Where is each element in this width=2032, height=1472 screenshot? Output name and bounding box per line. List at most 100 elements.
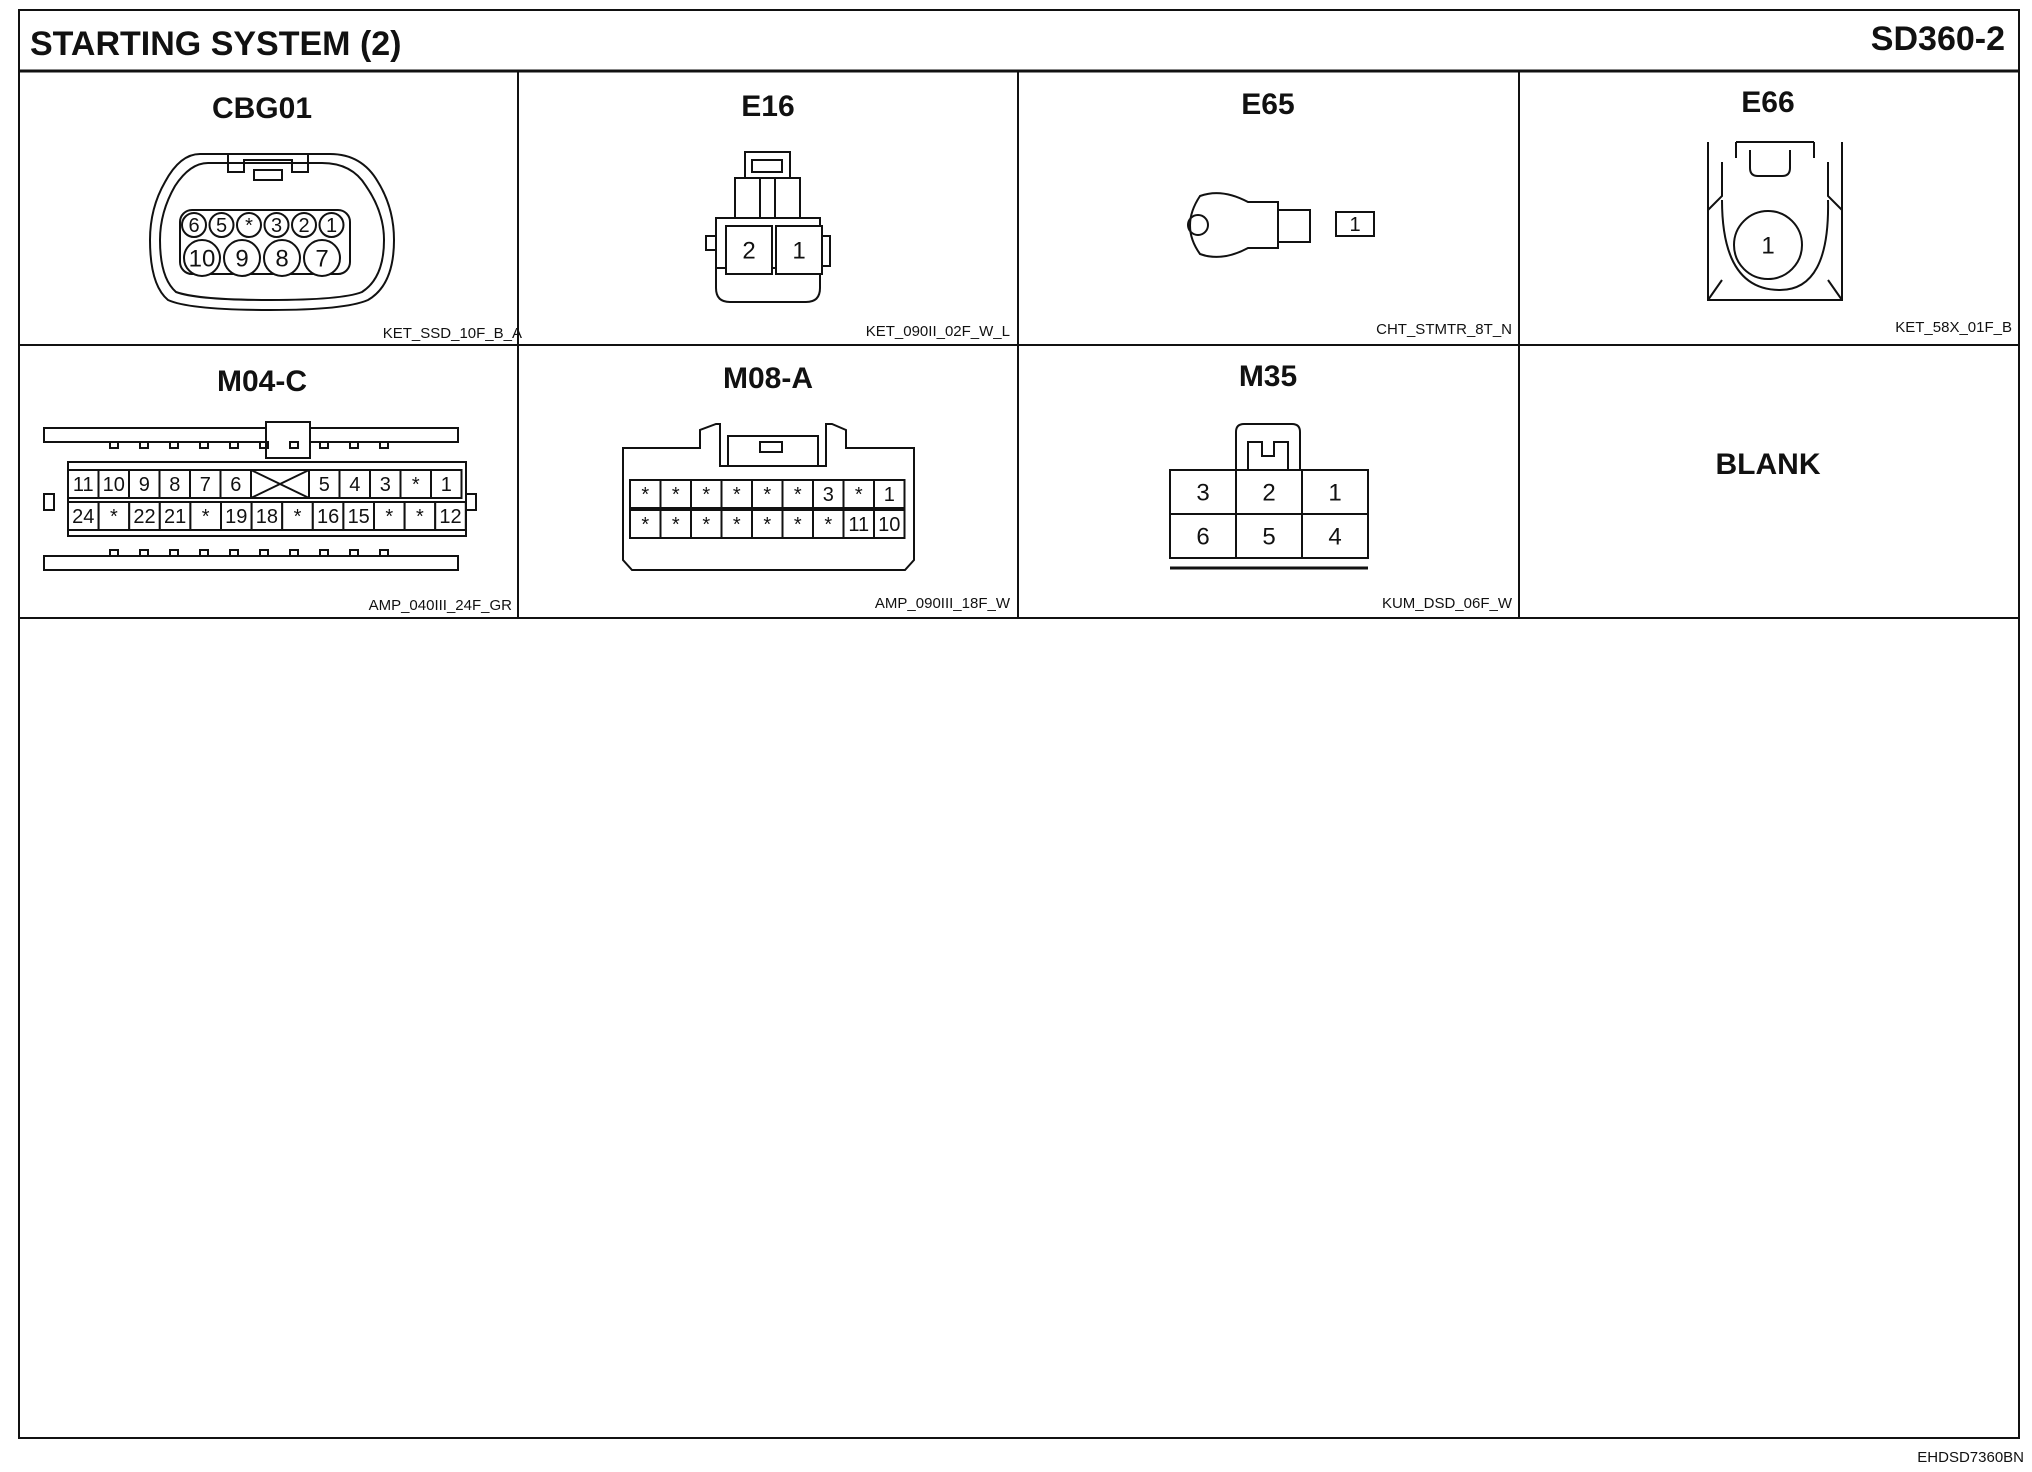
pin-cell — [308, 469, 341, 499]
pin-cell — [342, 501, 375, 531]
pin-label: 3 — [823, 484, 834, 506]
pin-label: 1 — [792, 238, 805, 265]
pin-label: 8 — [275, 246, 288, 273]
pin-cell — [369, 469, 402, 499]
part-code: AMP_040III_24F_GR — [369, 597, 513, 614]
footer-code: EHDSD7360BN — [1917, 1449, 2024, 1466]
pin-label: 1 — [884, 484, 895, 506]
pin-cell — [434, 501, 467, 531]
latch — [227, 154, 309, 173]
connector-body — [148, 153, 396, 312]
pin-cell — [1169, 469, 1237, 515]
pin-label: 4 — [349, 474, 360, 496]
pin-cell — [690, 509, 723, 539]
pin-cell — [690, 479, 723, 509]
pin-cell — [781, 479, 814, 509]
pin-cell — [1235, 513, 1303, 559]
part-code: CHT_STMTR_8T_N — [1376, 321, 1512, 338]
pin-cell — [812, 479, 845, 509]
connector-m08a: M08-A AMP_090III_18F_W ******3*1*******1… — [622, 362, 1011, 612]
pin-label: * — [672, 514, 680, 536]
pin-label: 4 — [1328, 524, 1341, 551]
pin-cell — [236, 212, 262, 238]
pin-label: 24 — [72, 506, 94, 528]
latch — [265, 421, 311, 459]
pin-cell — [67, 501, 100, 531]
pin-cell — [725, 225, 773, 275]
pin-cell — [189, 501, 222, 531]
pin-cell — [873, 509, 906, 539]
pin-label: * — [794, 484, 802, 506]
pin-label: 18 — [256, 506, 278, 528]
part-code: KET_58X_01F_B — [1895, 319, 2012, 336]
pin-label: 21 — [164, 506, 186, 528]
pin-label: 9 — [139, 474, 150, 496]
pin-cell — [842, 479, 875, 509]
terminal-eye — [1187, 214, 1209, 236]
pin-label: 6 — [1196, 524, 1209, 551]
pin-label: * — [763, 484, 771, 506]
connector-title: E16 — [741, 90, 794, 123]
pin-cell — [775, 225, 823, 275]
pin-cell — [1169, 513, 1237, 559]
ring-terminal — [1189, 192, 1279, 258]
pin-cell — [318, 212, 345, 238]
pin-label: 1 — [441, 474, 452, 496]
connector-title: M04-C — [217, 365, 307, 398]
pin-label: * — [416, 506, 424, 528]
connector-title: M08-A — [723, 362, 813, 395]
pin-cell — [1335, 211, 1375, 237]
pin-label: 1 — [1761, 233, 1774, 260]
pin-layout: 1 — [1335, 211, 1375, 237]
part-code: KET_090II_02F_W_L — [866, 323, 1010, 340]
pin-label: 12 — [439, 506, 461, 528]
pin-cell — [720, 509, 753, 539]
pin-cell — [291, 212, 317, 238]
pin-label: 7 — [315, 246, 328, 273]
pin-label: 5 — [1262, 524, 1275, 551]
pin-label: 1 — [326, 215, 337, 237]
pin-label: * — [794, 514, 802, 536]
pin-cell — [311, 501, 345, 531]
pin-label: * — [294, 506, 302, 528]
pin-label: 3 — [1196, 480, 1209, 507]
pin-cell — [338, 469, 371, 499]
pin-label: * — [733, 514, 741, 536]
page-title: STARTING SYSTEM (2) — [30, 25, 402, 63]
pin-cell — [208, 212, 235, 238]
pin-label: * — [385, 506, 393, 528]
part-code: KUM_DSD_06F_W — [1382, 595, 1513, 612]
pin-cell — [430, 469, 463, 499]
connector-body — [1707, 142, 1843, 301]
pin-label: 6 — [230, 474, 241, 496]
pin-label: * — [733, 484, 741, 506]
pin-cell — [1301, 513, 1369, 559]
pin-label: 22 — [133, 506, 155, 528]
pin-label: * — [702, 484, 710, 506]
pin-label: * — [702, 514, 710, 536]
blank-label: BLANK — [1716, 448, 1821, 481]
connector-e66: E66 KET_58X_01F_B 1 — [1707, 86, 2012, 336]
connector-body — [622, 423, 915, 571]
pin-label: 2 — [1262, 480, 1275, 507]
pin-label: 8 — [169, 474, 180, 496]
pin-label: * — [202, 506, 210, 528]
pin-label: 1 — [1349, 214, 1360, 236]
pin-label: * — [763, 514, 771, 536]
pin-label: * — [672, 484, 680, 506]
pin-cell — [263, 239, 301, 277]
pin-label: * — [641, 484, 649, 506]
pin-cell — [781, 509, 814, 539]
pin-cell — [97, 469, 130, 499]
pin-label: * — [641, 514, 649, 536]
pin-cell — [223, 239, 261, 277]
connector-title: E65 — [1241, 88, 1294, 121]
pin-label: 5 — [319, 474, 330, 496]
pin-label: 11 — [848, 514, 869, 536]
